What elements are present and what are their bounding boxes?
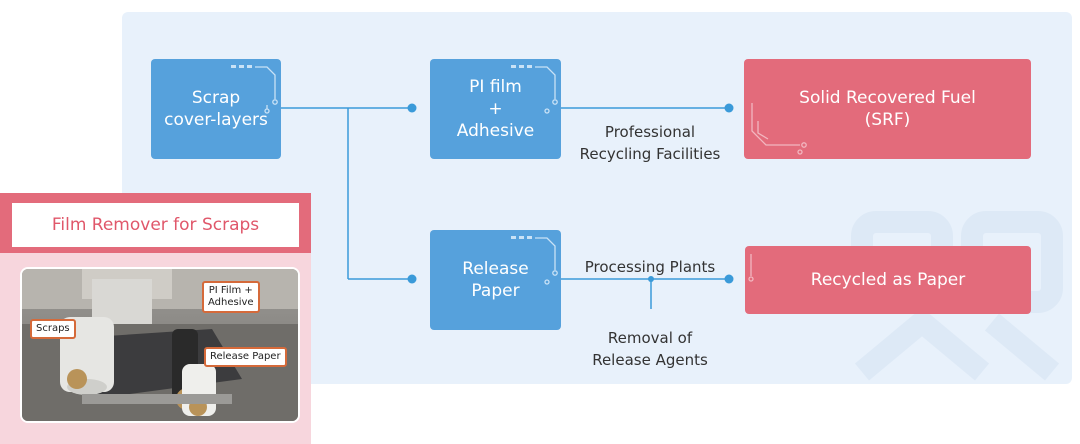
tag-pi-film: PI Film + Adhesive [202,281,260,313]
circuit-deco-icon [231,65,278,114]
node-paper-label: Recycled as Paper [810,270,966,290]
circuit-deco-icon [511,236,558,285]
node-release-label: Release Paper [462,259,529,301]
arrow-dot-paper [724,274,734,284]
tag-scraps: Scraps [30,319,76,339]
machine-illustration-icon [22,269,298,421]
edge-label-processing: Processing Plants [584,258,716,276]
node-solid-recovered-fuel: Solid Recovered Fuel (SRF) [744,59,1031,159]
node-pi-label: PI film + Adhesive [456,77,535,141]
circuit-deco-icon [511,65,558,114]
film-remover-title: Film Remover for Scraps [12,203,299,247]
node-scrap-label: Scrap cover-layers [164,88,268,130]
tag-release-paper: Release Paper [204,347,287,367]
machine-photo: Scraps PI Film + Adhesive Release Paper [20,267,300,423]
edge-label-removal: Removal of Release Agents [592,329,708,369]
arrow-dot-release [407,274,417,284]
junction-dot [648,276,654,282]
arrow-dot-pi [407,103,417,113]
circuit-deco-icon [751,103,807,155]
node-scrap-cover-layers: Scrap cover-layers [151,59,281,159]
node-srf-label: Solid Recovered Fuel (SRF) [799,88,976,130]
node-pi-film-adhesive: PI film + Adhesive [430,59,561,159]
node-recycled-as-paper: Recycled as Paper [745,246,1031,314]
node-release-paper: Release Paper [430,230,561,330]
edge-label-professional: Professional Recycling Facilities [579,123,721,163]
arrow-dot-srf [724,103,734,113]
circuit-deco-icon [748,254,754,282]
